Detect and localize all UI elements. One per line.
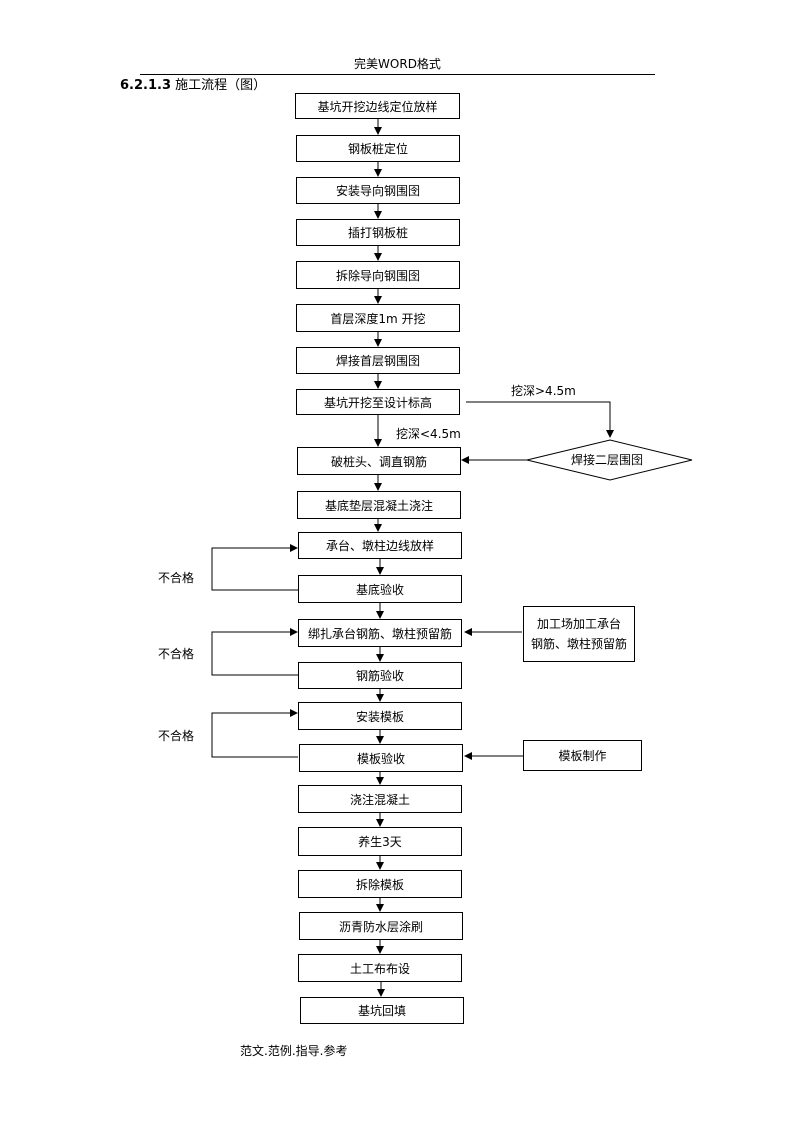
step-pour-concrete: 浇注混凝土 — [298, 785, 462, 813]
step-install-guide-purlin: 安装导向钢围囹 — [296, 177, 460, 204]
step-cushion-concrete: 基底垫层混凝土浇注 — [297, 491, 461, 519]
deep-excavation-label: 挖深>4.5m — [511, 384, 576, 398]
side-rebar-line1: 加工场加工承台 — [536, 617, 621, 631]
decision-diamond — [526, 439, 693, 481]
step-first-layer-excavation: 首层深度1m 开挖 — [296, 304, 460, 332]
fail-label-base: 不合格 — [158, 571, 195, 585]
step-break-pile-heads: 破桩头、调直钢筋 — [297, 447, 461, 475]
step-sheet-pile-position: 钢板桩定位 — [296, 135, 460, 162]
step-weld-first-purlin: 焊接首层钢围囹 — [296, 347, 460, 374]
step-geotextile: 土工布布设 — [298, 954, 462, 982]
side-rebar-fabrication: 加工场加工承台 钢筋、墩柱预留筋 — [523, 606, 635, 662]
side-formwork-fabrication: 模板制作 — [523, 740, 642, 771]
step-drive-sheet-piles: 插打钢板桩 — [296, 219, 460, 246]
step-remove-guide-purlin: 拆除导向钢围囹 — [296, 261, 460, 289]
fail-label-rebar: 不合格 — [158, 647, 195, 661]
page-footer: 范文.范例.指导.参考 — [240, 1044, 348, 1058]
section-number: 6.2.1.3 — [120, 78, 171, 93]
step-formwork-inspection: 模板验收 — [299, 744, 463, 772]
step-curing: 养生3天 — [298, 827, 462, 856]
weld-second-purlin-label: 焊接二层围囹 — [571, 453, 644, 467]
step-rebar-inspection: 钢筋验收 — [298, 662, 462, 689]
step-excavate-to-design-level: 基坑开挖至设计标高 — [296, 389, 460, 415]
step-remove-formwork: 拆除模板 — [298, 870, 462, 898]
step-backfill: 基坑回填 — [300, 997, 464, 1024]
step-install-formwork: 安装模板 — [298, 702, 462, 730]
section-heading: 6.2.1.3 施工流程（图） — [120, 77, 266, 95]
shallow-excavation-label: 挖深<4.5m — [396, 427, 461, 441]
step-base-inspection: 基底验收 — [298, 575, 462, 603]
step-stake-out: 基坑开挖边线定位放样 — [295, 93, 460, 119]
page-header: 完美WORD格式 — [140, 56, 655, 75]
step-cap-column-layout: 承台、墩柱边线放样 — [298, 532, 462, 559]
step-waterproofing: 沥青防水层涂刷 — [299, 912, 463, 940]
fail-label-formwork: 不合格 — [158, 729, 195, 743]
side-rebar-line2: 钢筋、墩柱预留筋 — [530, 637, 627, 651]
step-tie-rebar: 绑扎承台钢筋、墩柱预留筋 — [298, 619, 462, 647]
section-title-text: 施工流程（图） — [175, 78, 267, 93]
